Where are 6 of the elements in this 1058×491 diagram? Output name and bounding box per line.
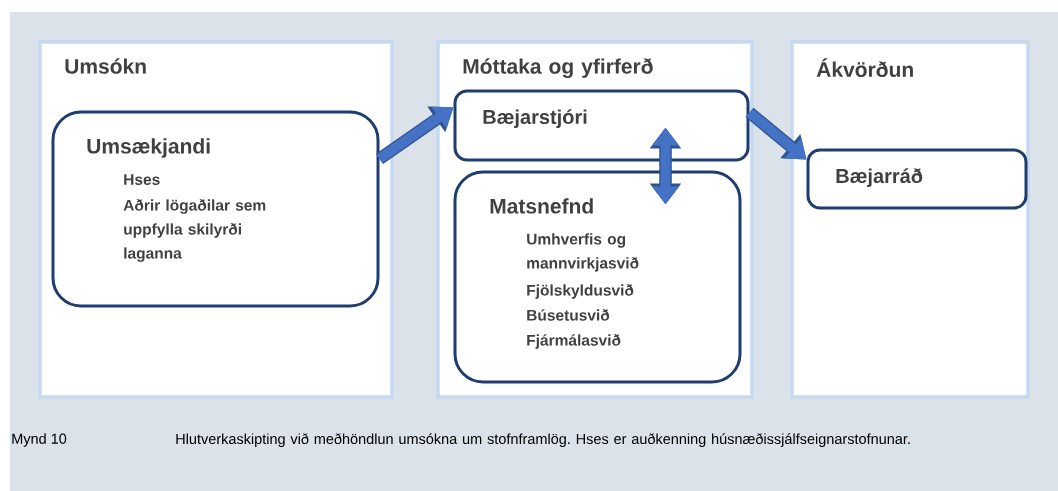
figure-number: Mynd 10 [12,433,67,447]
role-box: Bæjarráð [806,148,1028,210]
role-box: Umsækjandi Hses Aðrir lögaðilar sem uppfylla skilyrði laganna [51,110,380,308]
role-box: Matsnefnd Umhverfis og mannvirkjasvið Fjölskyldusvið Búsetusvið Fjármálasvið [453,170,742,384]
role-box: Bæjarstjóri [453,89,750,162]
figure-caption: Hlutverkaskipting við meðhöndlun umsókna um stofnframlög. Hses er auðkenning húsnæðissjálfseignarstofnunar. [176,433,910,447]
